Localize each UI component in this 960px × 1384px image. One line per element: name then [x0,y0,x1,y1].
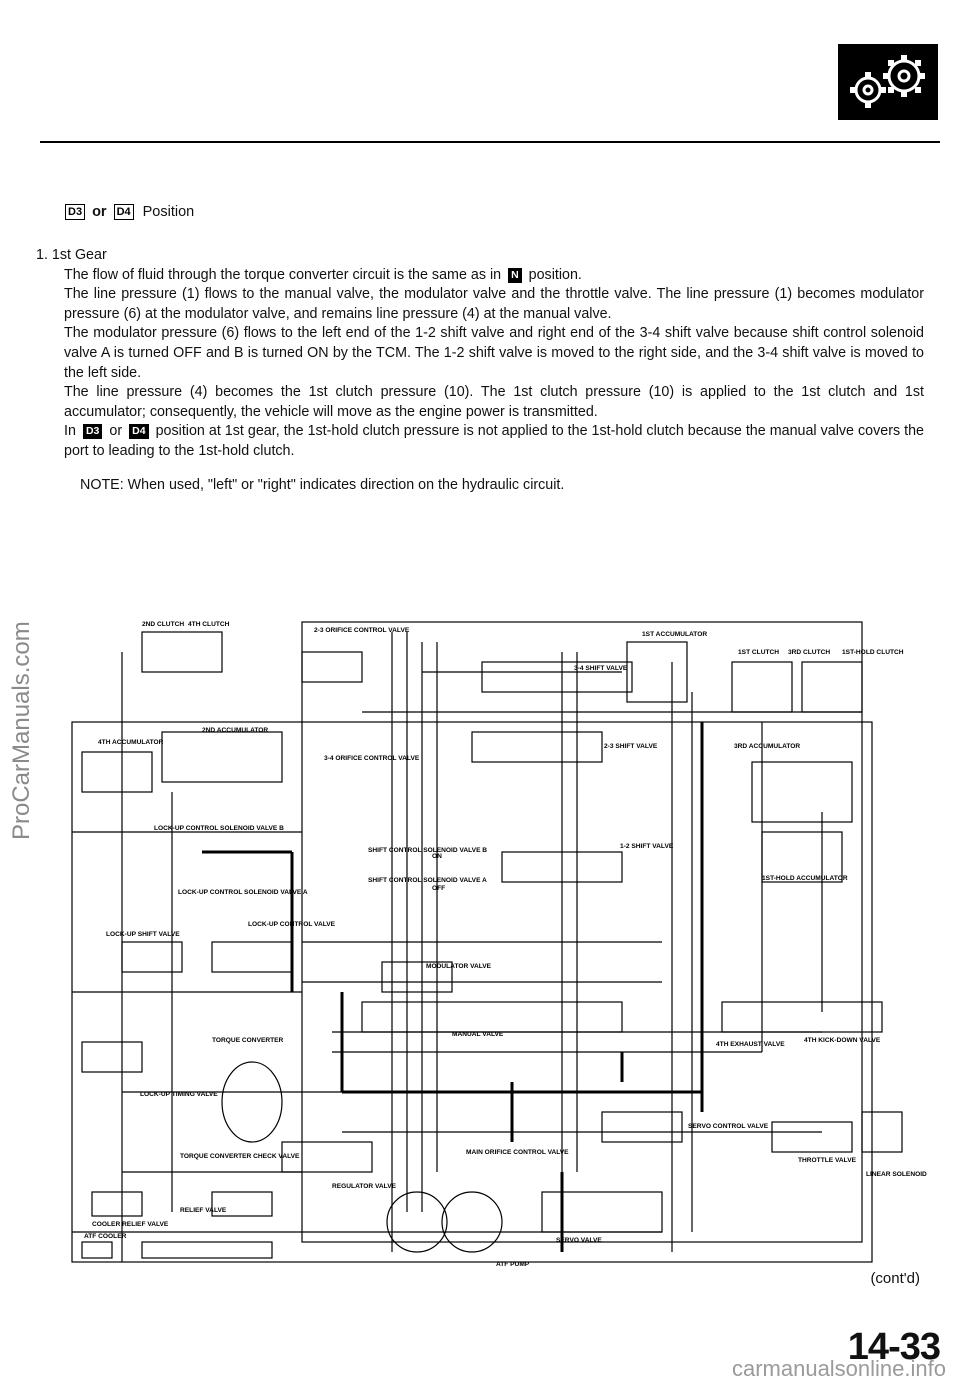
label-servo-valve: SERVO VALVE [556,1237,602,1244]
label-linear-solenoid: LINEAR SOLENOID [866,1171,927,1178]
label-modulator: MODULATOR VALVE [426,963,492,970]
label-lockup-shift: LOCK-UP SHIFT VALVE [106,931,180,938]
paragraph-4: The line pressure (4) becomes the 1st cl… [64,384,924,420]
label-3rd-accumulator: 3RD ACCUMULATOR [734,743,800,750]
label-3rd-clutch: 3RD CLUTCH [788,649,830,656]
label-relief: RELIEF VALVE [180,1207,227,1214]
label-lockup-sol-b: LOCK-UP CONTROL SOLENOID VALVE B [154,825,284,832]
gear-box-d3-inline: D3 [82,424,103,440]
item-title: 1. 1st Gear [36,247,107,263]
label-4th-clutch: 4TH CLUTCH [188,621,230,628]
label-regulator: REGULATOR VALVE [332,1183,397,1190]
label-torque-converter: TORQUE CONVERTER [212,1037,284,1044]
paragraph-2: The line pressure (1) flows to the manua… [64,286,924,322]
gears-icon [838,44,938,120]
label-1st-hold-clutch: 1ST-HOLD CLUTCH [842,649,904,656]
paragraph-5-a: In [64,423,76,440]
paragraph-5-or: or [109,423,123,440]
label-2-3-shift: 2-3 SHIFT VALVE [604,743,658,750]
label-3-4-orifice: 3-4 ORIFICE CONTROL VALVE [324,755,420,762]
side-watermark-text: ProCarManuals.com [8,621,35,840]
gear-box-d4-inline: D4 [129,424,149,440]
heading-or: or [92,204,107,220]
label-1st-hold-accumulator: 1ST-HOLD ACCUMULATOR [762,875,848,882]
label-throttle: THROTTLE VALVE [798,1157,857,1164]
label-3-4-shift: 3-4 SHIFT VALVE [574,665,628,672]
label-atf-pump: ATF PUMP [496,1261,530,1268]
footer-watermark: carmanualsonline.info [731,1356,946,1381]
label-atf-cooler: ATF COOLER [84,1233,127,1240]
label-manual-valve: MANUAL VALVE [452,1031,504,1038]
hydraulic-circuit-diagram: 2ND CLUTCH 4TH CLUTCH 2-3 ORIFICE CONTRO… [62,612,934,1276]
label-lockup-timing: LOCK-UP TIMING VALVE [140,1091,218,1098]
label-4th-exhaust: 4TH EXHAUST VALVE [716,1041,785,1048]
label-shift-sol-a: SHIFT CONTROL SOLENOID VALVE A [368,877,487,884]
label-2-3-orifice: 2-3 ORIFICE CONTROL VALVE [314,627,410,634]
label-lockup-control: LOCK-UP CONTROL VALVE [248,921,336,928]
label-shift-sol-b: SHIFT CONTROL SOLENOID VALVE B [368,847,487,854]
label-tc-check: TORQUE CONVERTER CHECK VALVE [180,1153,300,1160]
gear-box-d3: D3 [65,204,86,220]
label-1-2-shift: 1-2 SHIFT VALVE [620,843,674,850]
side-watermark: ProCarManuals.com [8,621,48,841]
label-2nd-clutch: 2ND CLUTCH [142,621,184,628]
label-off: OFF [432,885,445,892]
note: NOTE: When used, "left" or "right" indic… [80,476,565,493]
label-2nd-accumulator: 2ND ACCUMULATOR [202,727,268,734]
label-1st-clutch: 1ST CLUTCH [738,649,779,656]
paragraph-5: In D3 or D4 position at 1st gear, the 1s… [64,422,924,461]
heading-title: Position [142,204,195,220]
label-cooler-relief: COOLER RELIEF VALVE [92,1221,169,1228]
paragraph-1-a: The flow of fluid through the torque con… [64,266,502,283]
label-4th-accumulator: 4TH ACCUMULATOR [98,739,164,746]
hydraulic-circuit-svg: 2ND CLUTCH 4TH CLUTCH 2-3 ORIFICE CONTRO… [71,621,927,1268]
top-rule [40,141,940,143]
label-1st-accumulator: 1ST ACCUMULATOR [642,631,707,638]
gear-box-d4: D4 [113,204,134,220]
label-lockup-sol-a: LOCK-UP CONTROL SOLENOID VALVE A [178,889,308,896]
continued-note: (cont'd) [870,1270,920,1287]
paragraph-1-b: position. [528,266,582,283]
label-4th-kickdown: 4TH KICK-DOWN VALVE [804,1037,881,1044]
gear-box-n: N [508,267,522,283]
body-text: 1. 1st Gear The flow of fluid through th… [36,246,924,495]
label-on: ON [432,853,442,860]
label-servo-control: SERVO CONTROL VALVE [688,1123,769,1130]
paragraph-1: The flow of fluid through the torque con… [64,266,924,286]
label-main-orifice: MAIN ORIFICE CONTROL VALVE [466,1149,569,1156]
section-heading: D3 or D4 Position [62,204,194,220]
page-number: 14-33 [847,1326,941,1368]
paragraph-3: The modulator pressure (6) flows to the … [64,325,924,381]
paragraph-5-b: position at 1st gear, the 1st-hold clutc… [64,423,924,459]
